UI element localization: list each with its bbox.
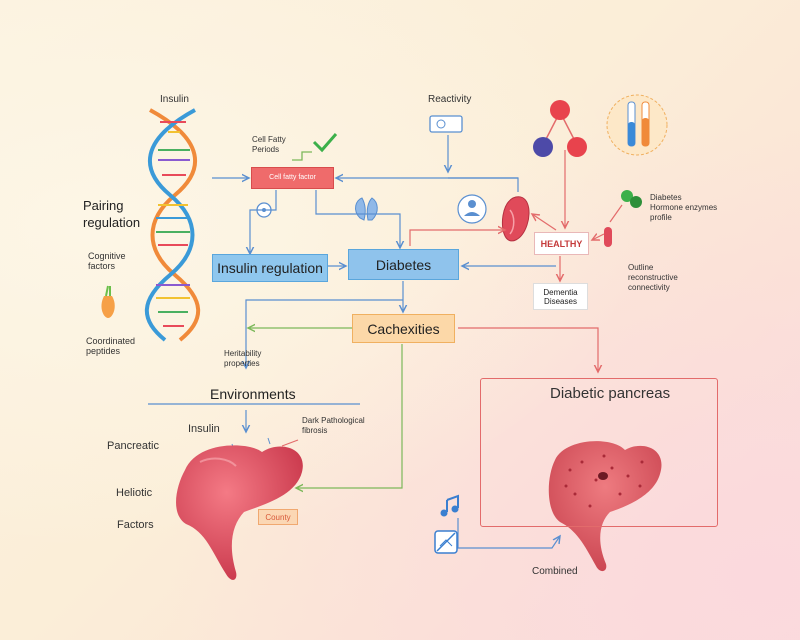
combined-label: Combined [532,566,578,577]
document-icon [429,115,463,133]
coordinated-peptides-label: Coordinated peptides [86,336,136,356]
dementia-node: Dementia Diseases [533,283,588,310]
dark-pathology-label: Dark Pathological fibrosis [302,416,365,435]
cell-fatty-label: Cell Fatty Periods [252,135,286,154]
county-node: County [258,509,298,525]
outline-factors-label: Outline reconstructive connectivity [628,263,678,292]
kidney-icon [501,196,530,242]
insulin-low-label: Insulin [188,423,220,435]
insulin-top-label: Insulin [160,94,189,105]
no-image-icon [434,530,458,554]
lungs-icon [355,197,378,221]
cachexia-node: Cachexities [352,314,455,343]
panel-title: Diabetic pancreas [550,385,671,402]
dna-helix-icon [144,108,201,342]
test-tubes-icon [606,94,668,156]
green-lungs-icon [621,190,642,208]
pancreas-icon [176,445,303,580]
diabetic-pancreas-panel [480,378,718,527]
music-note-icon [440,494,459,517]
diabetic-pancreas-icon [548,441,662,572]
factors-label: Factors [117,519,154,531]
molecule-icon [533,100,587,157]
reactivity-label: Reactivity [428,94,472,105]
heritability-label: Heritability properties [224,349,262,368]
insulin-regulation-node: Insulin regulation [212,254,328,282]
pancreatic-label: Pancreatic [107,440,159,452]
pairing-regulation-label: Pairing regulation [83,198,141,230]
person-icon [457,194,487,224]
diabetes-node: Diabetes [348,249,459,280]
heliotic-label: Heliotic [116,487,153,499]
cognitive-factors-label: Cognitive factors [88,251,126,271]
cell-fatty-factor-node: Cell fatty factor [251,167,334,189]
environments-label: Environments [210,386,296,402]
diabetes-key-label: Diabetes Hormone enzymes profile [650,193,718,222]
carrot-icon [101,285,115,318]
healthy-node: HEALTHY [534,232,589,255]
checkmark-icon [312,133,338,153]
pill-icon [604,227,612,247]
